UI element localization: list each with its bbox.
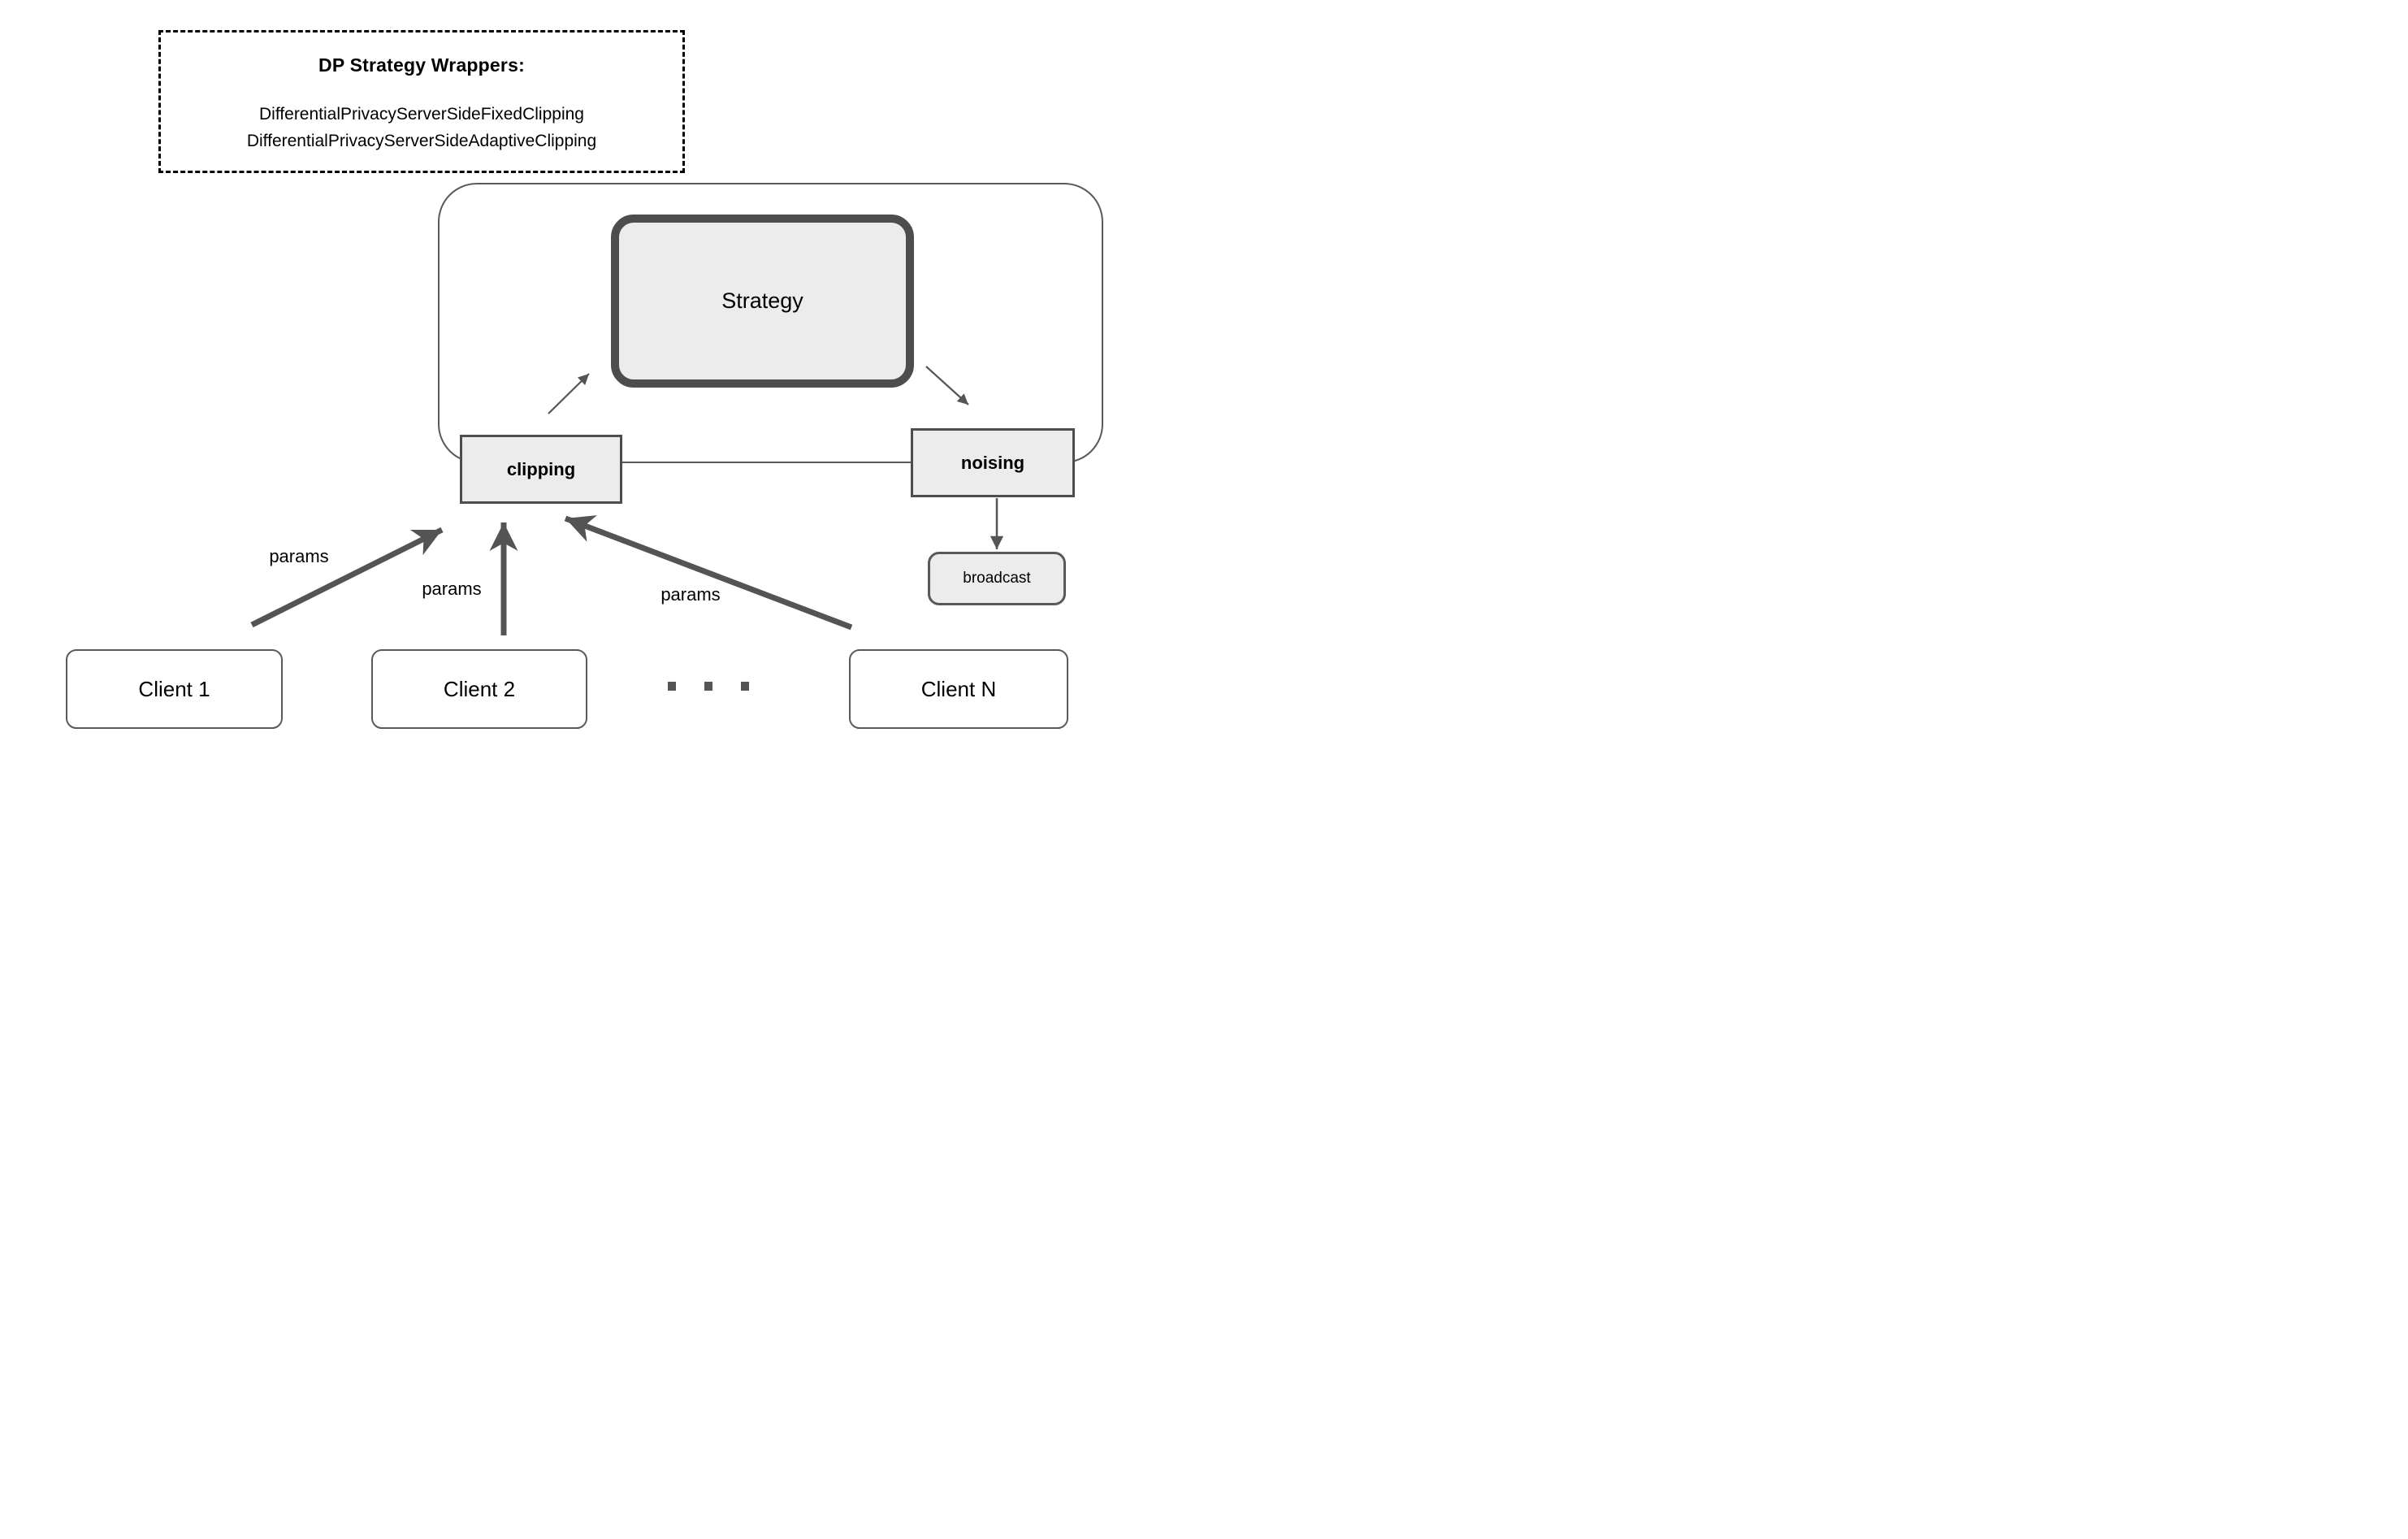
clipping-label: clipping: [506, 458, 576, 479]
panel-title: DP Strategy Wrappers:: [318, 54, 525, 76]
wrapper-class-adaptive-clipping: DifferentialPrivacyServerSideAdaptiveCli…: [246, 132, 597, 150]
dp-strategy-diagram: DP Strategy Wrappers: DifferentialPrivac…: [0, 0, 1204, 770]
strategy-box: Strategy: [611, 215, 914, 388]
arrow-client1-params: [250, 527, 444, 628]
strategy-label: Strategy: [721, 288, 803, 313]
client-1-label: Client 1: [138, 676, 210, 701]
ellipsis-dot: [704, 681, 712, 691]
ellipsis-dot: [741, 681, 749, 691]
server-container-outline: [438, 183, 1103, 463]
wrapper-class-list: DifferentialPrivacyServerSideFixedClippi…: [161, 101, 682, 154]
dp-strategy-wrappers-panel: DP Strategy Wrappers: DifferentialPrivac…: [158, 30, 685, 173]
noising-label: noising: [960, 452, 1025, 473]
client-N-label: Client N: [920, 676, 997, 701]
params-label-client2: params: [422, 579, 482, 599]
client-1-box: Client 1: [66, 649, 283, 729]
noising-box: noising: [911, 428, 1075, 497]
broadcast-label: broadcast: [963, 570, 1031, 587]
clients-ellipsis-icon: [668, 681, 749, 691]
ellipsis-dot: [668, 681, 676, 691]
client-2-box: Client 2: [371, 649, 587, 729]
params-label-clientN: params: [660, 584, 721, 605]
params-label-client1: params: [269, 546, 329, 566]
arrow-clientN-params: [564, 515, 853, 631]
clipping-box: clipping: [460, 435, 622, 504]
wrapper-class-fixed-clipping: DifferentialPrivacyServerSideFixedClippi…: [259, 105, 584, 124]
broadcast-box: broadcast: [928, 552, 1066, 605]
client-2-label: Client 2: [443, 676, 516, 701]
client-N-box: Client N: [849, 649, 1068, 729]
